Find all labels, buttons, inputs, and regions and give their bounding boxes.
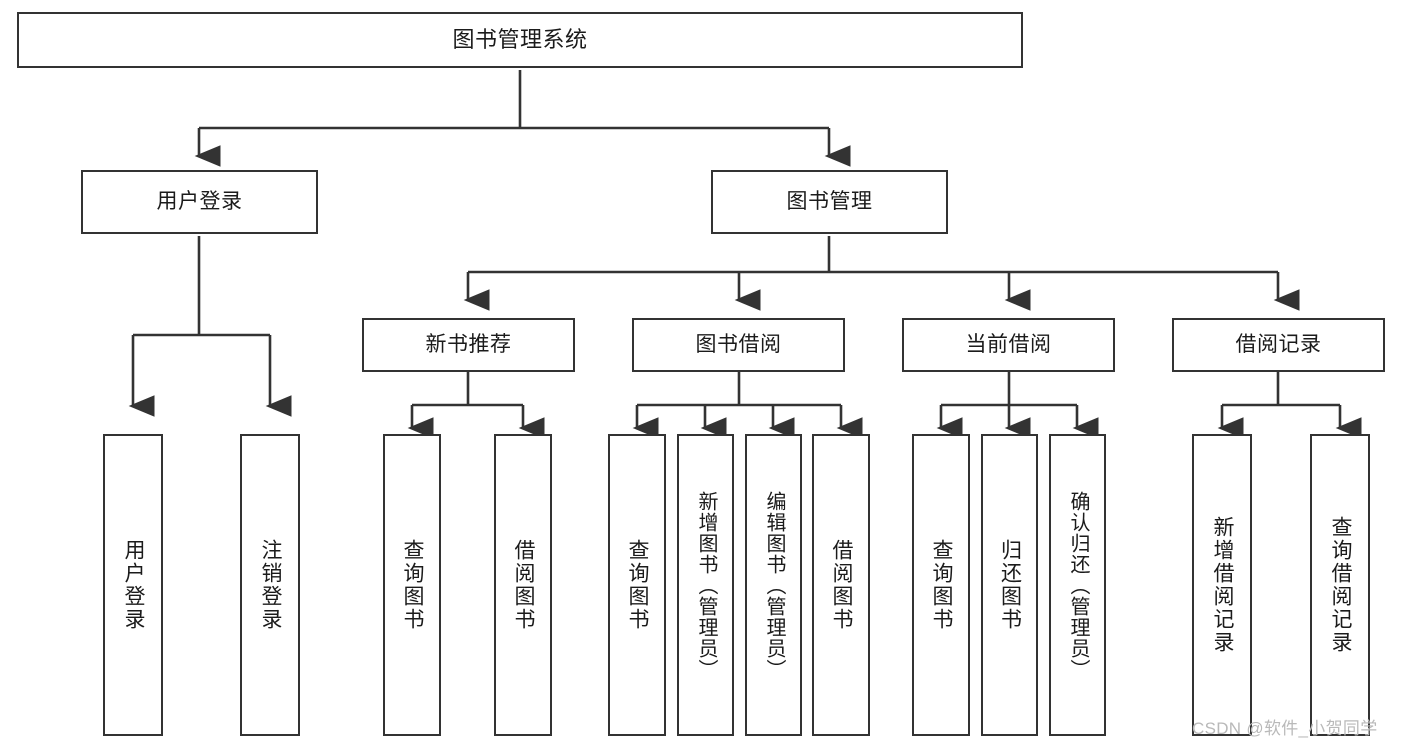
- leaf-current-confirm-return-admin[interactable]: 确认归还（管理员）: [1049, 434, 1106, 736]
- leaf-current-return-book[interactable]: 归还图书: [981, 434, 1038, 736]
- node-borrow-record[interactable]: 借阅记录: [1172, 318, 1385, 372]
- node-label: 当前借阅: [965, 332, 1052, 356]
- node-label: 查询图书: [401, 539, 425, 631]
- leaf-borrow-borrow-book[interactable]: 借阅图书: [812, 434, 870, 736]
- node-current-borrow[interactable]: 当前借阅: [902, 318, 1115, 372]
- leaf-record-add-borrow-record[interactable]: 新增借阅记录: [1192, 434, 1252, 736]
- node-label: 借阅记录: [1235, 332, 1322, 356]
- node-label: 确认归还（管理员）: [1067, 490, 1089, 680]
- node-book-management[interactable]: 图书管理: [711, 170, 948, 234]
- leaf-current-query-book[interactable]: 查询图书: [912, 434, 970, 736]
- node-label: 查询图书: [626, 539, 650, 631]
- leaf-recommend-query-book[interactable]: 查询图书: [383, 434, 441, 736]
- node-new-book-recommend[interactable]: 新书推荐: [362, 318, 575, 372]
- leaf-user-login-login[interactable]: 用户登录: [103, 434, 163, 736]
- csdn-watermark: CSDN @软件_小贺同学: [1192, 719, 1378, 738]
- node-label: 注销登录: [259, 539, 283, 631]
- leaf-recommend-borrow-book[interactable]: 借阅图书: [494, 434, 552, 736]
- leaf-user-login-logout[interactable]: 注销登录: [240, 434, 300, 736]
- node-book-borrow[interactable]: 图书借阅: [632, 318, 845, 372]
- node-root-library-system[interactable]: 图书管理系统: [17, 12, 1023, 68]
- node-label: 图书借阅: [695, 332, 782, 356]
- leaf-record-query-borrow-record[interactable]: 查询借阅记录: [1310, 434, 1370, 736]
- leaf-borrow-add-book-admin[interactable]: 新增图书（管理员）: [677, 434, 734, 736]
- node-label: 新书推荐: [425, 332, 512, 356]
- node-label: 借阅图书: [512, 539, 536, 631]
- node-label: 编辑图书（管理员）: [763, 490, 785, 680]
- node-label: 查询借阅记录: [1329, 516, 1353, 654]
- node-label: 图书管理: [786, 189, 873, 213]
- node-label: 新增图书（管理员）: [695, 490, 717, 680]
- node-label: 用户登录: [156, 189, 243, 213]
- node-label: 归还图书: [998, 539, 1022, 631]
- node-user-login[interactable]: 用户登录: [81, 170, 318, 234]
- leaf-borrow-edit-book-admin[interactable]: 编辑图书（管理员）: [745, 434, 802, 736]
- node-label: 用户登录: [122, 539, 146, 631]
- node-label: 图书管理系统: [452, 27, 588, 53]
- node-label: 新增借阅记录: [1211, 516, 1235, 654]
- leaf-borrow-query-book[interactable]: 查询图书: [608, 434, 666, 736]
- node-label: 查询图书: [930, 539, 954, 631]
- node-label: 借阅图书: [830, 539, 854, 631]
